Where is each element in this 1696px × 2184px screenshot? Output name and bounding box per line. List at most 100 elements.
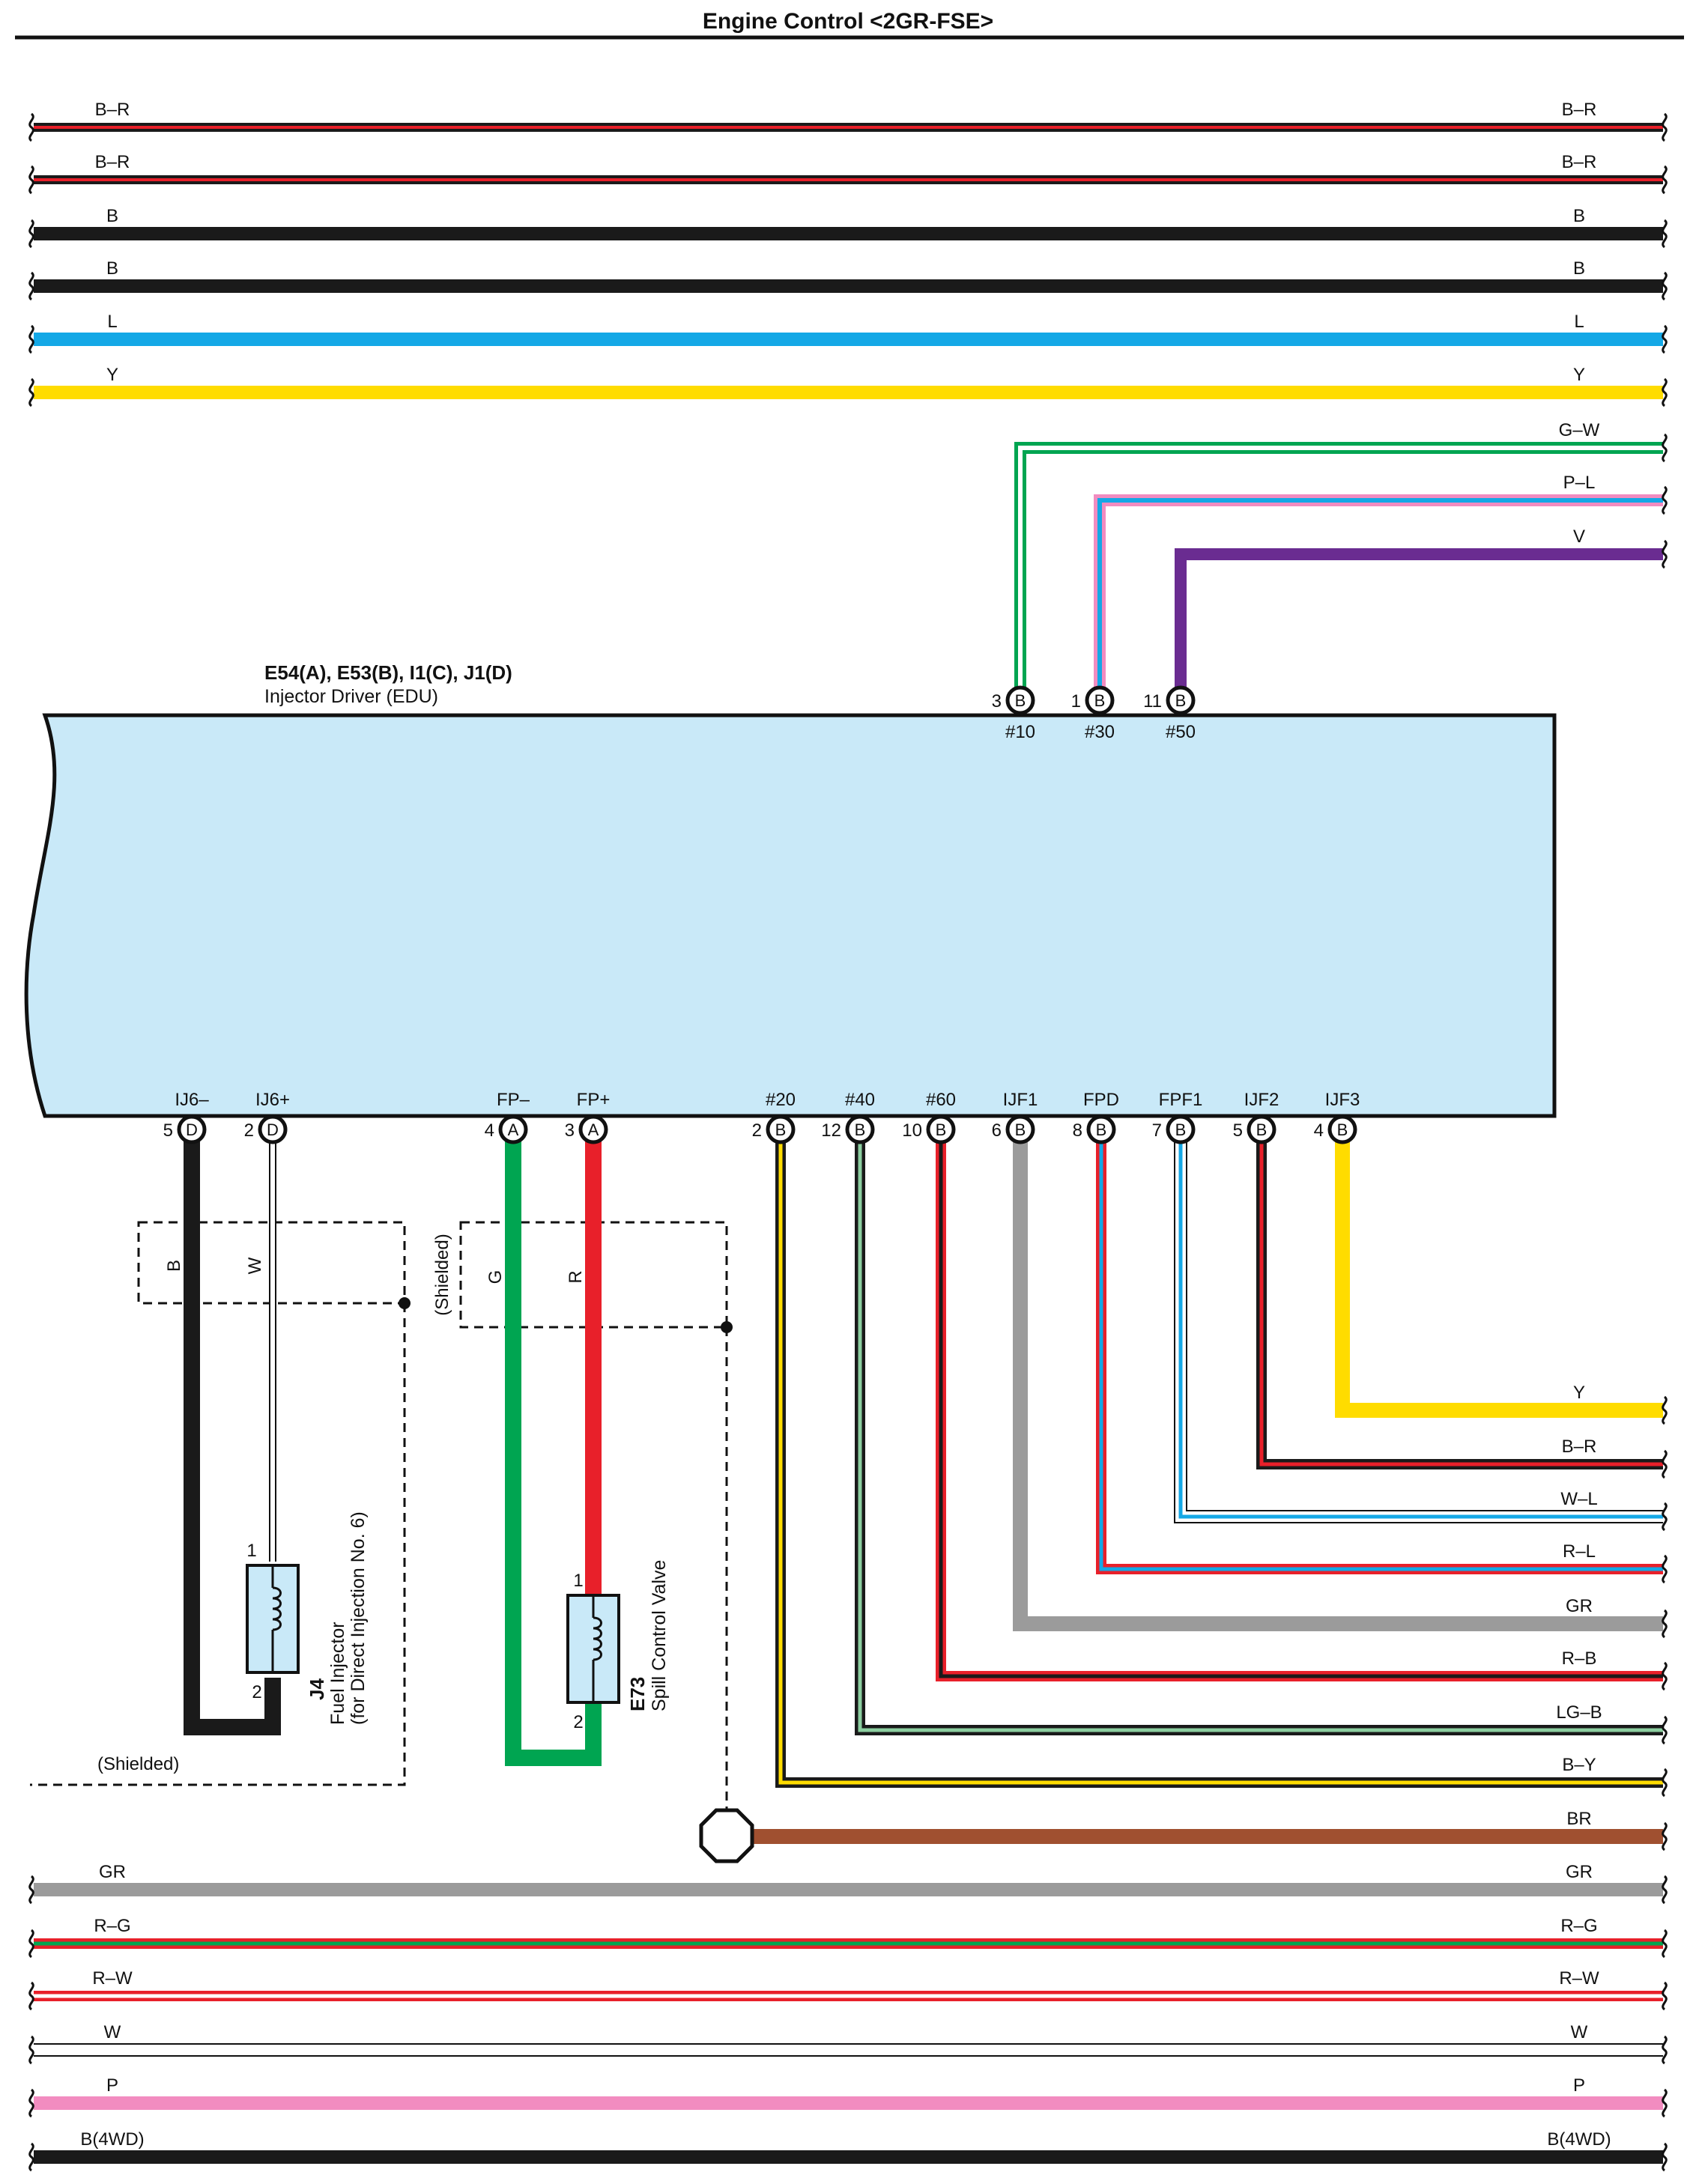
pin-bottom-3-name: FP– bbox=[497, 1090, 530, 1110]
bottom-pin-wire-FPF1 bbox=[1174, 1136, 1663, 1523]
bottom-wire-2-break-right bbox=[1662, 1929, 1668, 1959]
pin-bottom-5: B2#20 bbox=[752, 1090, 796, 1144]
pin-bottom-12-name: IJF3 bbox=[1325, 1090, 1360, 1110]
pin-bottom-12-connector: B bbox=[1337, 1120, 1348, 1139]
bottom-pin-wire-IJF1 bbox=[1013, 1136, 1663, 1631]
pin-bottom-1-name: IJ6– bbox=[175, 1090, 209, 1110]
bottom-pin-wire-FPD-label: R–L bbox=[1563, 1541, 1596, 1562]
bottom-pin-wire-#60-break bbox=[1662, 1661, 1668, 1691]
bottom-pin-wire-FPD bbox=[1096, 1136, 1663, 1574]
bottom-wire-4-label-left: W bbox=[104, 2022, 121, 2042]
bottom-wire-6-break-left bbox=[28, 2142, 34, 2172]
top-pin-wire-3-break bbox=[1662, 539, 1668, 569]
top-wire-5-label-left: L bbox=[107, 312, 117, 332]
bottom-pin-wire-#20 bbox=[775, 1136, 1663, 1788]
top-wire-2-label-left: B–R bbox=[95, 152, 130, 172]
bottom-pin-wire-FPF1-break bbox=[1662, 1502, 1668, 1532]
bottom-pin-wire-IJF2 bbox=[1256, 1136, 1663, 1469]
bottom-wire-6-break-right bbox=[1662, 2142, 1668, 2172]
top-pin-wire-2 bbox=[1094, 494, 1663, 700]
bottom-wire-4-break-left bbox=[28, 2035, 34, 2065]
injector-name-detail: (for Direct Injection No. 6) bbox=[348, 1511, 369, 1725]
pin-top-2-connector: B bbox=[1094, 691, 1106, 710]
pin-top-1-connector: B bbox=[1015, 691, 1026, 710]
pin-bottom-10-connector: B bbox=[1175, 1120, 1187, 1139]
injector-name: Fuel Injector bbox=[327, 1622, 348, 1725]
pin-bottom-8-name: IJF1 bbox=[1003, 1090, 1038, 1110]
ground-wire-br-label: BR bbox=[1566, 1809, 1591, 1829]
shield-junction-spill bbox=[721, 1321, 733, 1333]
bottom-pin-wire-IJF2-label: B–R bbox=[1562, 1437, 1597, 1457]
ground-point bbox=[699, 1808, 754, 1863]
ecu-pins: B3#10B1#30B11#50D5IJ6–D2IJ6+A4FP–A3FP+B2… bbox=[163, 685, 1360, 1144]
pin-bottom-4-name: FP+ bbox=[577, 1090, 611, 1110]
pin-bottom-3-number: 4 bbox=[485, 1120, 494, 1141]
top-wire-5-break-left bbox=[28, 324, 34, 354]
top-wire-6-break-right bbox=[1662, 377, 1668, 407]
top-wire-2-break-right bbox=[1662, 165, 1668, 195]
pin-bottom-6-circle bbox=[845, 1114, 875, 1144]
pin-bottom-4-connector: A bbox=[588, 1120, 599, 1139]
bottom-wire-5-break-right bbox=[1662, 2088, 1668, 2118]
pin-bottom-4-number: 3 bbox=[565, 1120, 575, 1141]
bottom-pin-wire-#40-label: LG–B bbox=[1556, 1702, 1602, 1723]
spill-valve-code: E73 bbox=[626, 1677, 649, 1711]
pin-bottom-1-number: 5 bbox=[163, 1120, 173, 1141]
pin-bottom-9-circle bbox=[1086, 1114, 1116, 1144]
pin-bottom-5-connector: B bbox=[775, 1120, 787, 1139]
top-wire-4-label-right: B bbox=[1573, 258, 1585, 279]
ecu-connector-codes: E54(A), E53(B), I1(C), J1(D) bbox=[264, 661, 512, 684]
pin-top-3-name: #50 bbox=[1166, 722, 1196, 742]
bottom-pin-wire-#20-break bbox=[1662, 1768, 1668, 1798]
shield-drain-injector bbox=[30, 1303, 406, 1786]
bottom-wire-1-label-right: GR bbox=[1566, 1862, 1593, 1882]
bottom-wire-5-break-left bbox=[28, 2088, 34, 2118]
top-wire-1-break-right bbox=[1662, 112, 1668, 142]
pin-bottom-11-name: IJF2 bbox=[1244, 1090, 1279, 1110]
top-wire-2-break-left bbox=[28, 165, 34, 195]
top-wire-4-break-left bbox=[28, 271, 34, 301]
pin-bottom-9-connector: B bbox=[1096, 1120, 1107, 1139]
bottom-pin-wire-IJF3-label: Y bbox=[1573, 1383, 1585, 1403]
pin-top-2-number: 1 bbox=[1071, 691, 1081, 712]
top-pin-wire-3-label: V bbox=[1573, 527, 1585, 547]
pin-bottom-10-number: 7 bbox=[1152, 1120, 1162, 1141]
bottom-pin-wire-#20-label: B–Y bbox=[1562, 1755, 1596, 1775]
pin-bottom-5-number: 2 bbox=[752, 1120, 762, 1141]
bottom-wire-3-break-right bbox=[1662, 1981, 1668, 2011]
pin-bottom-7: B10#60 bbox=[902, 1090, 956, 1144]
pin-bottom-4-circle bbox=[578, 1114, 608, 1144]
ground-wire-br-break bbox=[1662, 1821, 1668, 1851]
pin-top-3-connector: B bbox=[1175, 691, 1187, 710]
bottom-pin-wire-IJF3 bbox=[1335, 1136, 1663, 1418]
top-wire-1-break-left bbox=[28, 112, 34, 142]
pin-bottom-9-name: FPD bbox=[1083, 1090, 1119, 1110]
bottom-wire-5-label-left: P bbox=[106, 2075, 118, 2096]
pin-bottom-3-circle bbox=[498, 1114, 528, 1144]
pin-bottom-5-name: #20 bbox=[766, 1090, 796, 1110]
pin-bottom-5-circle bbox=[766, 1114, 796, 1144]
top-wire-1-label-left: B–R bbox=[95, 100, 130, 120]
bottom-pin-wire-#40 bbox=[855, 1136, 1663, 1735]
pin-bottom-3-connector: A bbox=[508, 1120, 519, 1139]
bottom-wire-5-label-right: P bbox=[1573, 2075, 1585, 2096]
top-pin-wire-1-label: G–W bbox=[1559, 420, 1600, 440]
bottom-wire-6-label-right: B(4WD) bbox=[1547, 2129, 1611, 2150]
pin-top-3-circle bbox=[1166, 685, 1196, 715]
pin-bottom-6-number: 12 bbox=[821, 1120, 841, 1141]
pin-bottom-6: B12#40 bbox=[821, 1090, 875, 1144]
shielded-label-spill: (Shielded) bbox=[432, 1234, 452, 1315]
pin-top-1-circle bbox=[1005, 685, 1035, 715]
pin-bottom-6-name: #40 bbox=[845, 1090, 875, 1110]
top-wire-6-break-left bbox=[28, 377, 34, 407]
spill-wire-label-g: G bbox=[485, 1270, 506, 1284]
top-pin-wire-3 bbox=[1175, 548, 1663, 700]
bottom-wire-3-label-left: R–W bbox=[92, 1968, 133, 1989]
injector-wire-label-w: W bbox=[245, 1257, 265, 1274]
pin-bottom-1-circle bbox=[177, 1114, 207, 1144]
